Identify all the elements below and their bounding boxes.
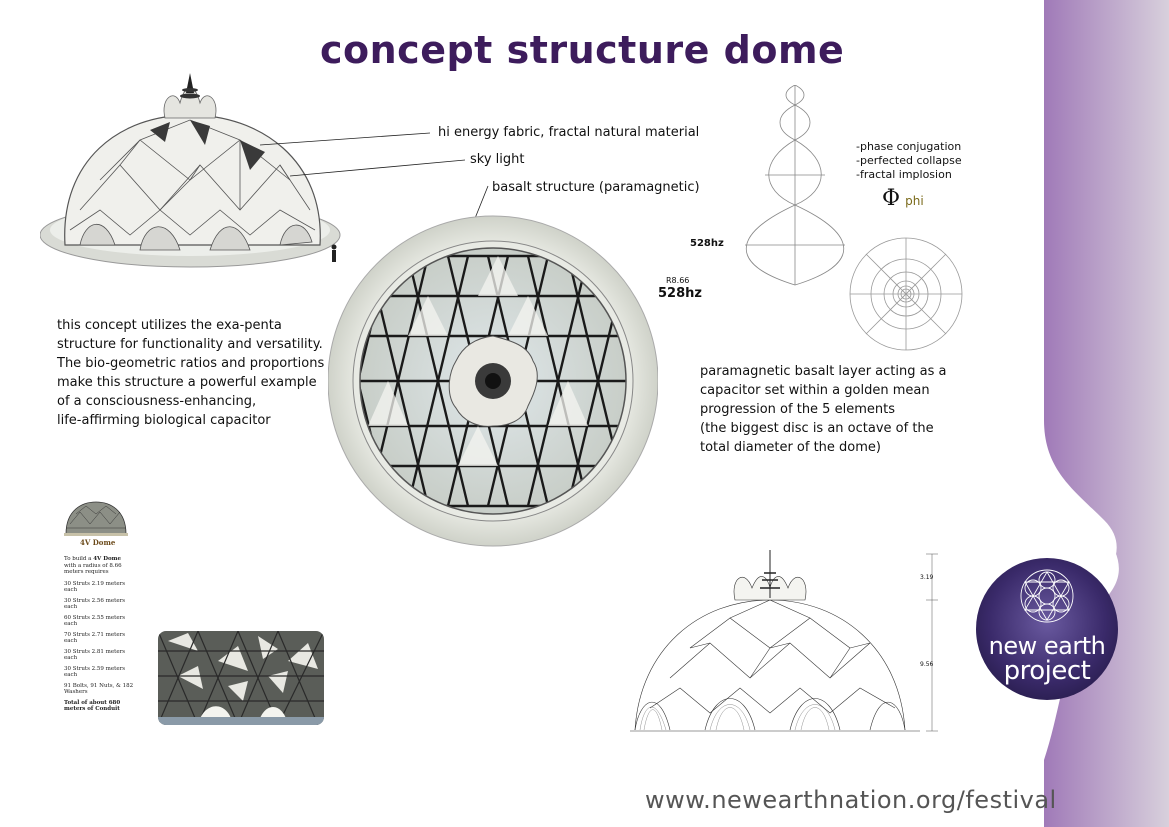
standing-wave-diagram [745, 85, 845, 286]
person-figure [331, 244, 337, 262]
sacred-geometry-icon [1020, 569, 1074, 623]
spec-line: 30 Struts 2.56 meters each [64, 597, 126, 611]
elevation-dimension-top: 3.19 [920, 574, 934, 581]
description-line: this concept utilizes the exa-penta [57, 318, 282, 333]
description-line: progression of the 5 elements [700, 402, 895, 417]
phi-text: phi [905, 194, 924, 208]
dome-perspective-illustration [40, 73, 341, 268]
radius-label: R8.66 [666, 276, 690, 285]
callout-skylight: sky light [470, 152, 525, 167]
elevation-dimension-main: 9.56 [920, 661, 934, 668]
spec-intro: To build a 4V Dome with a radius of 8.66… [64, 556, 134, 576]
description-line: make this structure a powerful example [57, 375, 317, 390]
wave-properties-list: -phase conjugation -perfected collapse -… [856, 140, 962, 182]
spec-line: 70 Struts 2.71 meters each [64, 631, 126, 645]
spec-card-heading: 4V Dome [80, 538, 116, 547]
plan-frequency-label: 528hz [658, 286, 702, 301]
dome-interior-photo [158, 631, 324, 725]
description-line: The bio-geometric ratios and proportions [57, 356, 325, 371]
spec-line: 30 Struts 2.81 meters each [64, 648, 126, 662]
dome-plan-view [328, 215, 658, 547]
description-line: paramagnetic basalt layer acting as a [700, 364, 947, 379]
description-line: capacitor set within a golden mean [700, 383, 930, 398]
dome-elevation-drawing [630, 550, 938, 732]
website-url[interactable]: www.newearthnation.org/festival [645, 786, 1057, 814]
wave-property-item: -perfected collapse [856, 154, 962, 167]
mini-dome-thumbnail [64, 501, 128, 536]
wave-frequency-label: 528hz [690, 238, 724, 249]
spec-line: 30 Struts 2.59 meters each [64, 665, 126, 679]
description-line: structure for functionality and versatil… [57, 337, 323, 352]
spec-intro-suffix: with a radius of 8.66 meters requires [64, 562, 122, 576]
new-earth-project-logo: new earth project [976, 558, 1118, 700]
concentric-disc-diagram [849, 237, 963, 351]
spec-line: 60 Struts 2.55 meters each [64, 614, 126, 628]
spec-intro-bold: 4V Dome [93, 556, 121, 562]
description-line: life-affirming biological capacitor [57, 413, 271, 428]
page-title: concept structure dome [320, 28, 845, 72]
spec-intro-prefix: To build a [64, 556, 94, 562]
description-line: total diameter of the dome) [700, 440, 881, 455]
spec-total: Total of about 680 meters of Conduit [64, 699, 121, 713]
spec-line: 91 Bolts, 91 Nuts, & 182 Washers [64, 682, 134, 696]
logo-text-line2: project [1003, 656, 1091, 686]
spec-card-body: To build a 4V Dome with a radius of 8.66… [64, 556, 134, 713]
wave-property-item: -phase conjugation [856, 140, 962, 153]
description-line: (the biggest disc is an octave of the [700, 421, 934, 436]
callout-basalt: basalt structure (paramagnetic) [492, 180, 700, 195]
phi-label-group: Φ phi [882, 186, 924, 211]
spec-line: 30 Struts 2.19 meters each [64, 580, 126, 594]
phi-symbol: Φ [882, 186, 901, 211]
concept-description: this concept utilizes the exa-penta stru… [57, 316, 324, 430]
description-line: of a consciousness-enhancing, [57, 394, 257, 409]
basalt-description: paramagnetic basalt layer acting as a ca… [700, 362, 946, 457]
logo-text-line1: new earth [988, 632, 1106, 660]
callout-fabric: hi energy fabric, fractal natural materi… [438, 125, 700, 140]
wave-property-item: -fractal implosion [856, 168, 952, 181]
